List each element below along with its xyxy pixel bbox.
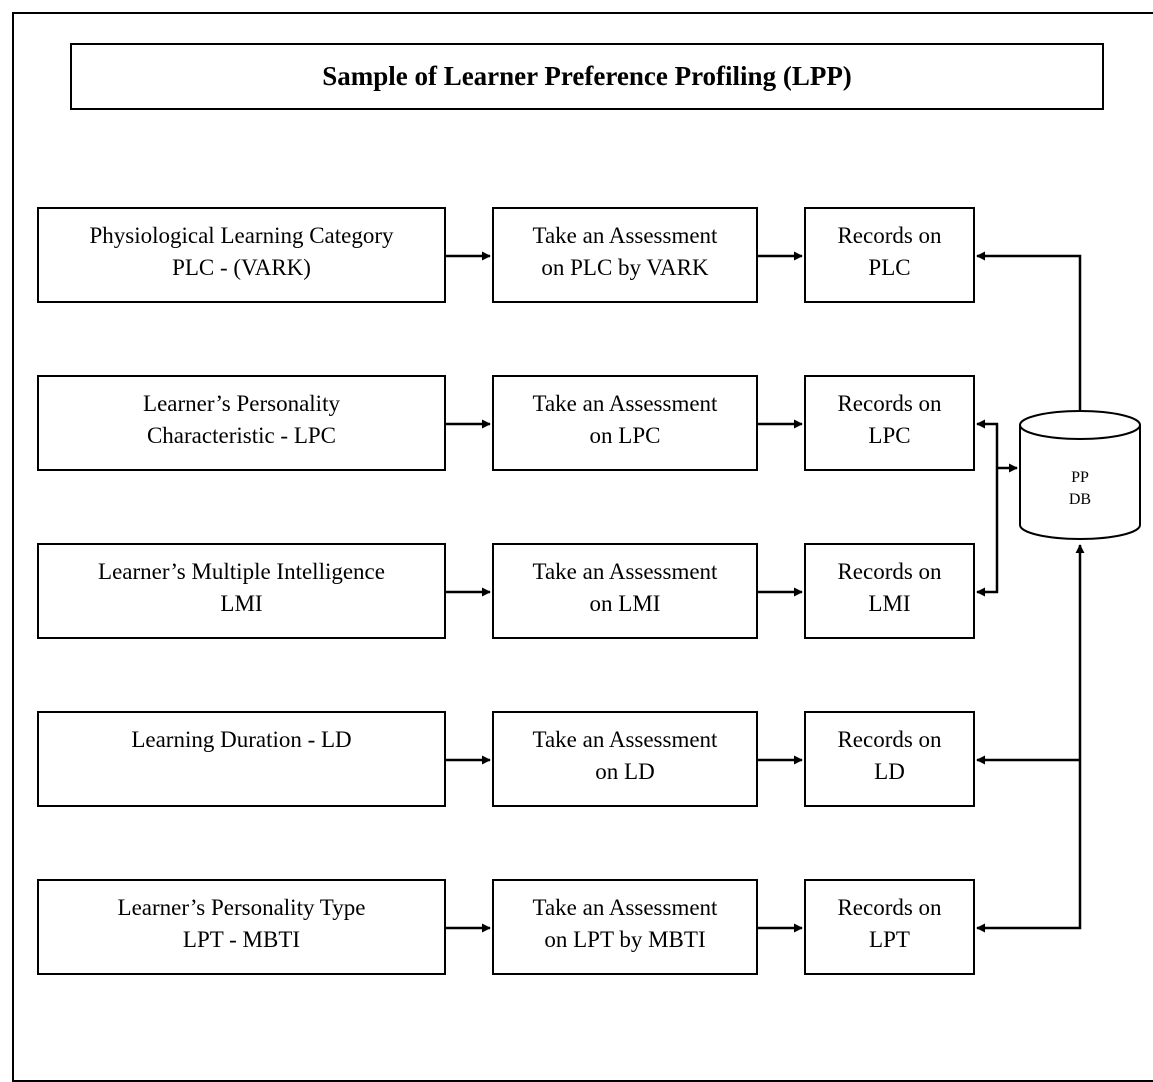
records-line: LD [874,759,905,784]
assessment-box-plc: Take an Assessment on PLC by VARK [492,207,758,303]
assessment-box-ld: Take an Assessment on LD [492,711,758,807]
records-box-plc: Records on PLC [804,207,975,303]
category-box-plc: Physiological Learning Category PLC - (V… [37,207,446,303]
assessment-line: Take an Assessment [532,559,718,584]
assessment-line: on LPT by MBTI [544,927,706,952]
database-label-line: PP [1071,469,1089,486]
category-line: Learner’s Multiple Intelligence [98,559,385,584]
records-line: Records on [837,391,942,416]
records-line: Records on [837,895,942,920]
category-line: Learner’s Personality [143,391,340,416]
records-line: LMI [868,591,911,616]
category-box-ld: Learning Duration - LD [37,711,446,807]
category-line: Physiological Learning Category [89,223,394,248]
diagram-title: Sample of Learner Preference Profiling (… [322,61,852,91]
database-label-line: DB [1068,491,1092,508]
assessment-box-lpc: Take an Assessment on LPC [492,375,758,471]
title-box: Sample of Learner Preference Profiling (… [70,43,1104,110]
records-box-lmi: Records on LMI [804,543,975,639]
records-line: PLC [868,255,911,280]
connector-lpc-bracket [976,419,999,597]
assessment-line: on LD [595,759,655,784]
records-line: Records on [837,727,942,752]
database-cylinder [1019,410,1141,540]
category-line: Characteristic - LPC [146,423,337,448]
category-box-lpt: Learner’s Personality Type LPT - MBTI [37,879,446,975]
category-line: Learner’s Personality Type [117,895,366,920]
assessment-line: Take an Assessment [532,223,718,248]
category-box-lmi: Learner’s Multiple Intelligence LMI [37,543,446,639]
assessment-line: Take an Assessment [532,895,718,920]
records-line: Records on [837,559,942,584]
category-line: Learning Duration - LD [131,727,352,752]
assessment-line: Take an Assessment [532,727,718,752]
records-line: LPC [868,423,911,448]
records-box-ld: Records on LD [804,711,975,807]
records-line: Records on [837,223,942,248]
records-box-lpc: Records on LPC [804,375,975,471]
assessment-box-lmi: Take an Assessment on LMI [492,543,758,639]
assessment-line: on LPC [589,423,661,448]
category-line: PLC - (VARK) [172,255,311,280]
records-box-lpt: Records on LPT [804,879,975,975]
database-label: PP DB [1020,467,1140,511]
assessment-line: on PLC by VARK [541,255,709,280]
category-line: LMI [220,591,263,616]
category-line: LPT - MBTI [182,927,301,952]
assessment-line: on LMI [589,591,661,616]
records-line: LPT [869,927,910,952]
category-box-lpc: Learner’s Personality Characteristic - L… [37,375,446,471]
assessment-box-lpt: Take an Assessment on LPT by MBTI [492,879,758,975]
connector-db-to-lpt [976,544,1085,933]
assessment-line: Take an Assessment [532,391,718,416]
